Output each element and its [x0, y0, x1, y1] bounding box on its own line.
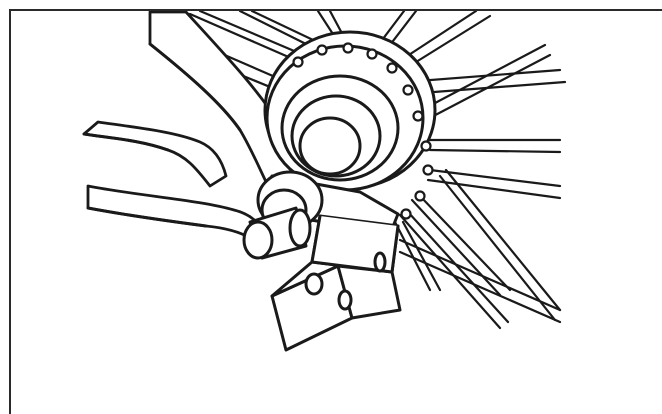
hub-body	[263, 30, 437, 192]
fork-outline	[82, 42, 242, 228]
frame-border-top	[9, 9, 662, 11]
spokes	[183, 11, 567, 330]
axle-end	[242, 206, 312, 260]
frame-border-left	[9, 9, 11, 414]
tool-block	[270, 214, 402, 352]
flange-holes	[292, 42, 434, 220]
